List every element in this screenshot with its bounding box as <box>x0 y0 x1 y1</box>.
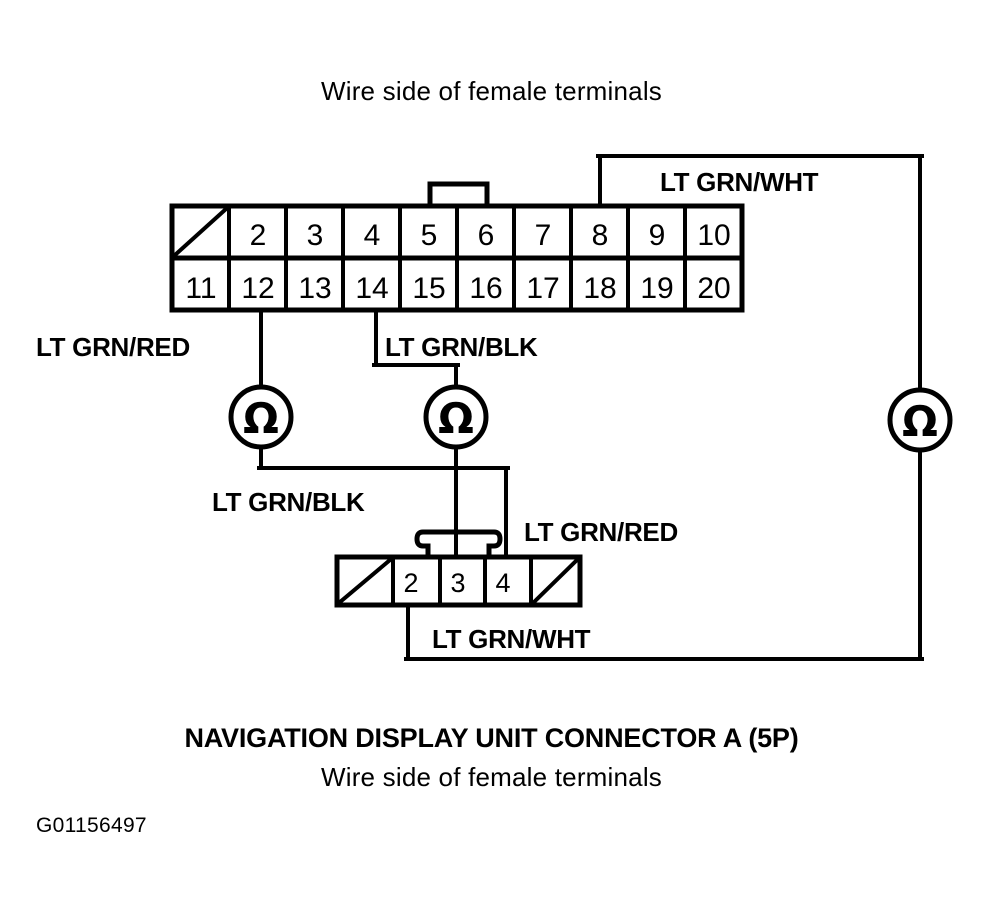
pin-label-18: 18 <box>583 272 616 305</box>
connector-title-bottom: NAVIGATION DISPLAY UNIT CONNECTOR A (5P) <box>184 723 799 753</box>
pin-label-5p-3: 3 <box>450 568 465 598</box>
wire-label-lt-grn-blk-upper: LT GRN/BLK <box>385 332 538 362</box>
wire-middle-meter-to-5p <box>454 444 510 559</box>
wire-label-lt-grn-wht-top: LT GRN/WHT <box>660 167 819 197</box>
wire-label-lt-grn-wht-bottom: LT GRN/WHT <box>432 624 591 654</box>
pin-label-5: 5 <box>421 219 438 252</box>
wire-lt-grn-blk-lower <box>257 444 460 470</box>
pin-label-3: 3 <box>307 219 324 252</box>
pin-label-4: 4 <box>364 219 381 252</box>
pin-label-17: 17 <box>526 272 559 305</box>
pin-label-14: 14 <box>355 272 388 305</box>
connector-5p-body <box>334 529 583 608</box>
pin-label-5p-2: 2 <box>403 568 418 598</box>
pin-label-12: 12 <box>241 272 274 305</box>
ohmmeter-middle-symbol <box>423 384 489 450</box>
wire-label-lt-grn-blk-lower: LT GRN/BLK <box>212 487 365 517</box>
pin-label-2: 2 <box>250 219 267 252</box>
ohm-symbol-middle: Ω <box>438 394 474 443</box>
pin-label-16: 16 <box>469 272 502 305</box>
pin-label-5p-4: 4 <box>495 568 510 598</box>
page-title-top-caption: Wire side of female terminals <box>320 76 663 106</box>
ohm-symbol-right: Ω <box>902 397 938 446</box>
ohmmeter-right-symbol <box>887 387 953 453</box>
connector-20p-body <box>169 181 745 313</box>
ohmmeter-left-symbol <box>228 384 294 450</box>
wire-lt-grn-blk-pin14 <box>372 308 460 389</box>
wire-label-lt-grn-red-lower: LT GRN/RED <box>524 517 678 547</box>
pin-label-7: 7 <box>535 219 552 252</box>
pin-label-10: 10 <box>697 219 730 252</box>
ohm-symbol-left: Ω <box>243 394 279 443</box>
pin-label-19: 19 <box>640 272 673 305</box>
figure-code-label: G01156497 <box>36 814 147 837</box>
wire-label-lt-grn-red-left: LT GRN/RED <box>36 332 190 362</box>
pin-label-20: 20 <box>697 272 730 305</box>
pin-label-13: 13 <box>298 272 331 305</box>
pin-label-8: 8 <box>592 219 609 252</box>
pin-label-9: 9 <box>649 219 666 252</box>
pin-label-6: 6 <box>478 219 495 252</box>
pin-label-15: 15 <box>412 272 445 305</box>
wire-lt-grn-wht-bottom <box>404 450 924 661</box>
pin-label-11: 11 <box>185 272 216 305</box>
wire-lt-grn-wht-top <box>596 154 924 390</box>
page-caption-bottom: Wire side of female terminals <box>320 762 663 792</box>
